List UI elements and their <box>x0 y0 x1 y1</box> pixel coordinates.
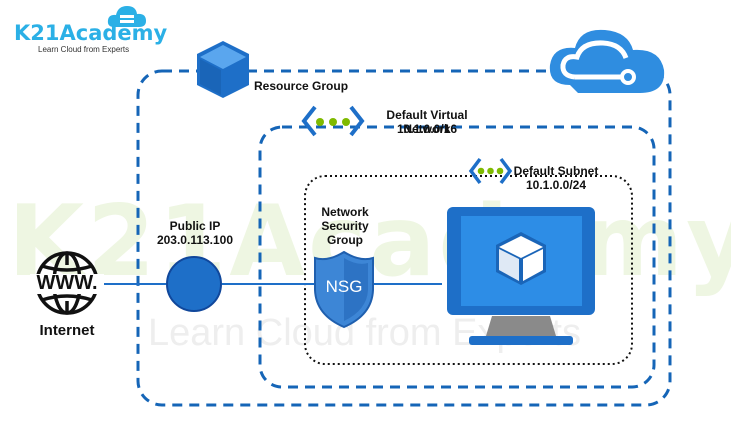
nsg-label-line1: Network <box>321 205 369 219</box>
vnet-cidr: 10.1.0.0/16 <box>396 122 458 136</box>
subnet-title: Default Subnet <box>513 164 599 178</box>
vnet-boundary <box>258 125 656 389</box>
subnet-icon <box>468 157 513 185</box>
vnet-icon <box>301 105 365 137</box>
logo-brand: K21Academy <box>14 21 168 45</box>
logo-tagline: Learn Cloud from Experts <box>38 45 130 54</box>
nsg-shield-icon <box>314 250 374 329</box>
logo-cloud-icon <box>107 6 146 27</box>
logo: K21Academy Learn Cloud from Experts <box>14 3 167 54</box>
resource-group-label: Resource Group <box>254 79 349 93</box>
subnet-cidr: 10.1.0.0/24 <box>525 178 587 192</box>
resource-group-boundary <box>136 69 672 407</box>
nsg-badge-text: NSG <box>325 277 363 296</box>
nsg-label-line3: Group <box>327 233 363 247</box>
vnet-title: Default Virtual Network <box>386 108 468 136</box>
azure-cloud-icon <box>549 29 665 93</box>
internet-label: Internet <box>39 322 95 339</box>
nsg-label-line2: Security <box>321 219 369 233</box>
public-ip-icon <box>166 256 222 312</box>
public-ip-title: Public IP <box>169 219 221 233</box>
subnet-boundary <box>304 175 633 365</box>
public-ip-address: 203.0.113.100 <box>156 233 234 247</box>
resource-group-cube-icon <box>197 41 249 98</box>
vm-monitor-icon <box>447 207 595 345</box>
globe-www-text: WWW. <box>36 272 98 294</box>
